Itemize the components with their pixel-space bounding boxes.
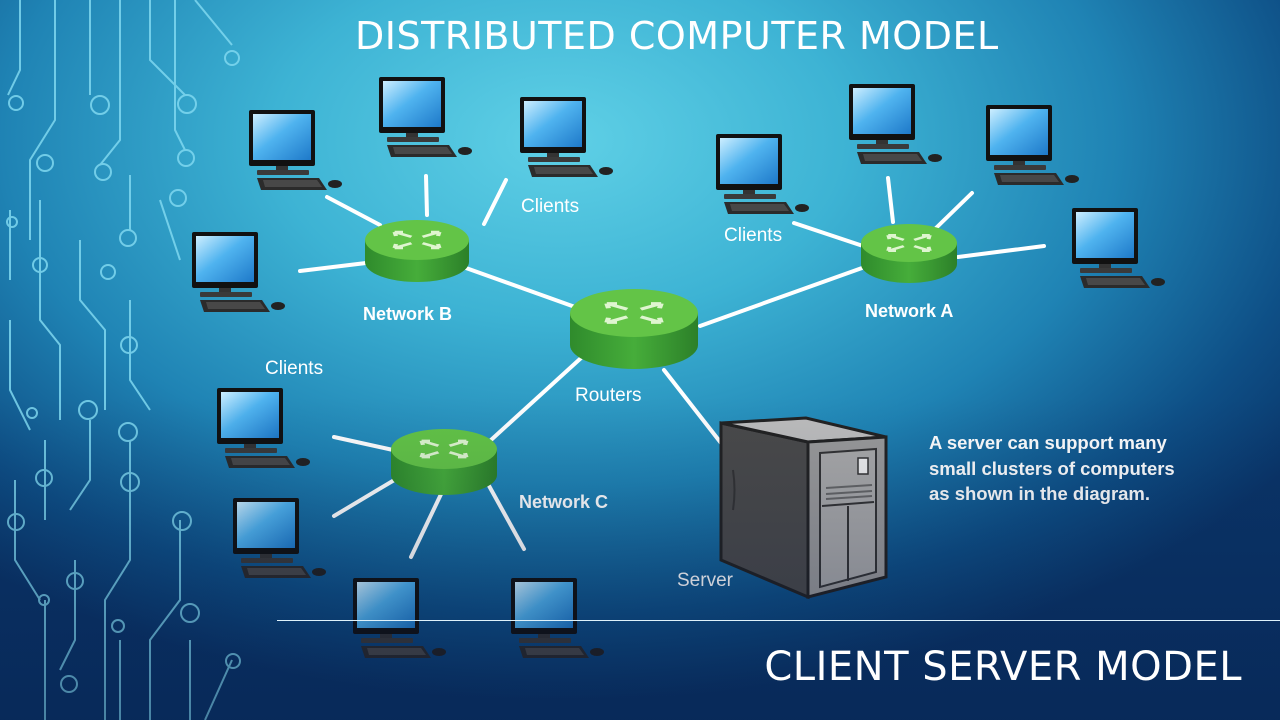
router-icon (391, 429, 497, 495)
divider-line (277, 620, 1280, 621)
network-a-label: Network A (865, 301, 954, 321)
router-icon (861, 224, 957, 283)
link-server (662, 368, 723, 445)
link-b-client-1 (325, 195, 382, 227)
link-a-client-3 (934, 191, 974, 230)
network-b-label: Network B (363, 304, 453, 324)
link-c-client-4 (486, 482, 526, 551)
link-b-client-2 (424, 174, 429, 217)
router-icon (365, 220, 469, 282)
link-c-client-2 (332, 477, 398, 518)
clients-label-b: Clients (521, 196, 580, 217)
network-c-label: Network C (519, 492, 609, 512)
slide-title: DISTRIBUTED COMPUTER MODEL (355, 14, 999, 58)
routers-label: Routers (575, 385, 642, 406)
link-a-client-1 (792, 221, 865, 248)
link-b-client-4 (298, 261, 368, 273)
link-c-client-3 (409, 488, 445, 559)
link-b-client-3 (482, 178, 508, 226)
server-note: A server can support many small clusters… (929, 432, 1175, 504)
router-icon (570, 289, 698, 369)
link-c-client-1 (332, 435, 395, 452)
link-c-main (489, 346, 594, 442)
server-label: Server (677, 570, 733, 591)
server-tower-icon (719, 416, 888, 600)
slide-subtitle: CLIENT SERVER MODEL (764, 644, 1242, 690)
link-a-client-4 (956, 244, 1046, 259)
link-a-main (698, 266, 864, 328)
clients-label-c: Clients (265, 358, 324, 379)
link-a-client-2 (886, 176, 895, 224)
clients-label-a: Clients (724, 225, 783, 246)
link-b-main (450, 261, 577, 309)
